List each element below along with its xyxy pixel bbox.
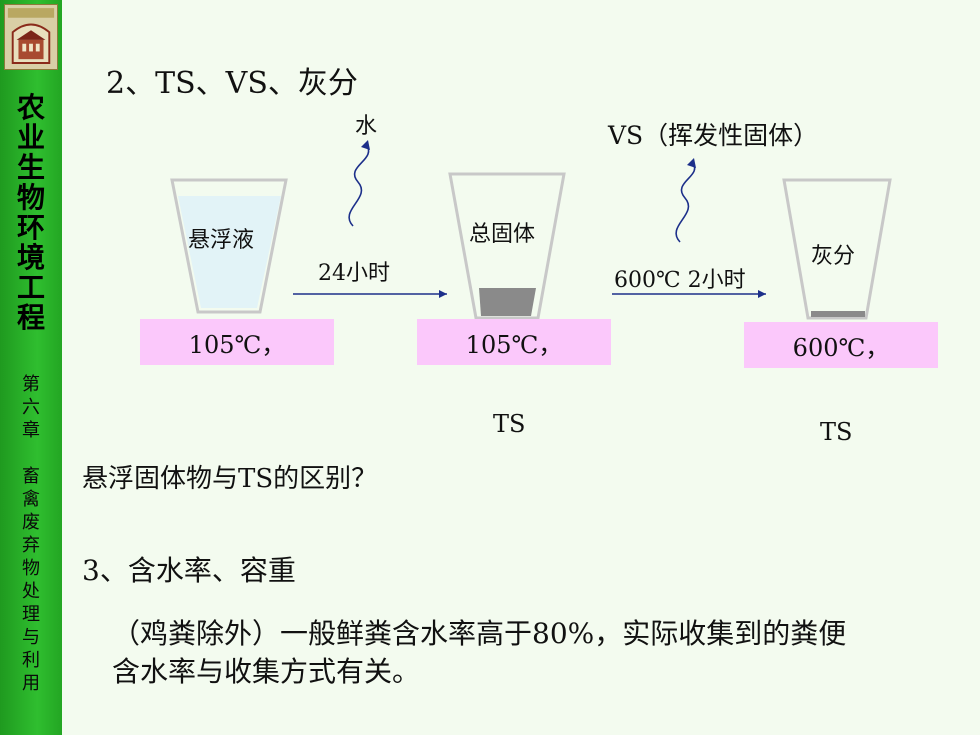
beaker-ash [782, 178, 892, 320]
temperature-box-600: 600℃， [744, 322, 938, 368]
ts-label-1: TS [493, 410, 526, 438]
heading-ts-vs-ash: 2、TS、VS、灰分 [106, 66, 358, 101]
beaker-suspension [170, 178, 288, 314]
beaker-suspension-label: 悬浮液 [188, 228, 255, 253]
beaker-total-solids-label: 总固体 [469, 222, 536, 247]
vs-volatilization-arrow [675, 161, 696, 243]
chapter-title-char: 物 [22, 558, 40, 579]
temperature-box-105-2: 105℃， [417, 319, 611, 365]
chapter-title-char: 处 [22, 581, 40, 602]
suspension-liquid [178, 196, 281, 308]
chapter-title-char: 章 [22, 420, 40, 441]
chapter-title-char: 第 [22, 374, 40, 395]
course-title-char: 农 [16, 91, 45, 124]
chapter-title-char: 理 [22, 604, 40, 625]
ts-label-2: TS [820, 418, 853, 446]
beaker-ash-label: 灰分 [811, 244, 856, 269]
chapter-title-char: 六 [22, 397, 40, 418]
university-logo-icon [7, 8, 55, 64]
chapter-title-char: 畜 [22, 466, 40, 487]
course-title-char: 工 [16, 271, 45, 304]
water-label: 水 [355, 114, 378, 139]
arrow-600c-label: 600℃ 2小时 [614, 268, 746, 293]
course-title-char: 业 [16, 121, 45, 154]
water-evaporation-arrow [348, 143, 370, 227]
paragraph-line-1: （鸡粪除外）一般鲜粪含水率高于80%，实际收集到的粪便 [112, 617, 847, 650]
sidebar: 农业生物环境工程 第六章畜禽废弃物处理与利用 [0, 0, 62, 735]
total-solids-residue [479, 288, 536, 316]
arrow-24h-label: 24小时 [318, 261, 390, 286]
ash-residue [811, 311, 865, 317]
chapter-title-char: 用 [22, 673, 40, 694]
course-title-char: 境 [16, 241, 45, 274]
course-title-char: 生 [16, 151, 45, 184]
university-logo [4, 4, 58, 70]
paragraph-line-2: 含水率与收集方式有关。 [112, 655, 421, 688]
course-title-char: 程 [16, 301, 45, 334]
beaker-total-solids [448, 172, 566, 320]
chapter-title-char: 利 [22, 650, 40, 671]
course-title-char: 环 [16, 211, 45, 244]
vs-label: VS（挥发性固体） [608, 121, 819, 150]
temperature-box-105-1: 105℃， [140, 319, 334, 365]
heading-moisture-bulk-density: 3、含水率、容重 [82, 554, 296, 587]
chapter-title-char: 禽 [22, 489, 40, 510]
chapter-title-char: 弃 [22, 535, 40, 556]
chapter-title-char: 废 [22, 512, 40, 533]
chapter-title-char: 与 [22, 627, 40, 648]
question-suspended-vs-ts: 悬浮固体物与TS的区别？ [82, 464, 378, 494]
course-title-char: 物 [16, 181, 45, 214]
